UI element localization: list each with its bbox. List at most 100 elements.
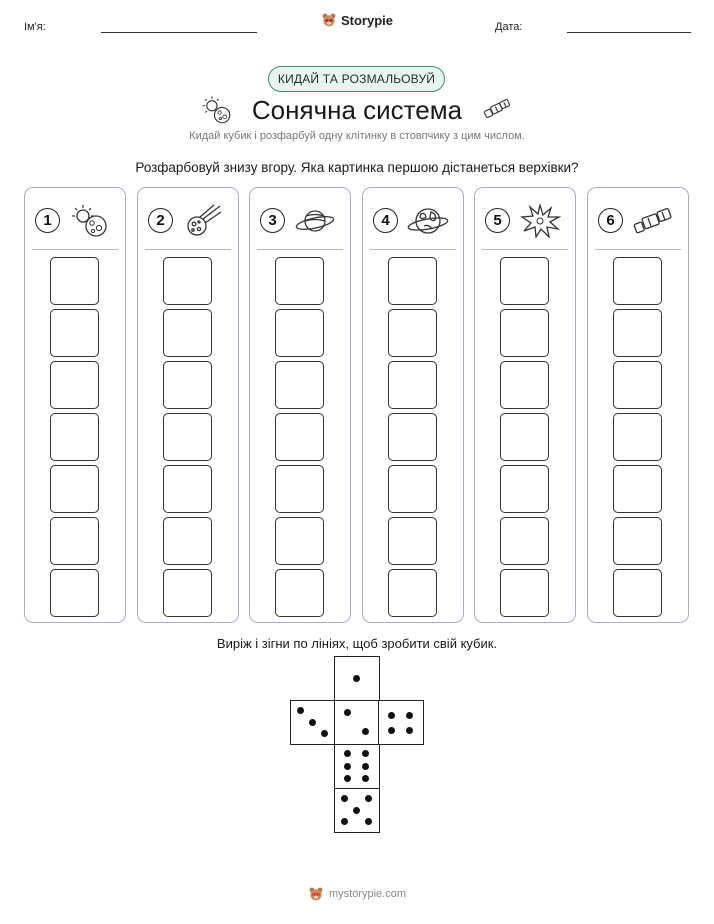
color-cell[interactable]	[388, 517, 437, 565]
footer: mystorypie.com	[0, 886, 714, 902]
color-cell[interactable]	[388, 257, 437, 305]
column-5: 5	[474, 187, 576, 623]
column-header: 1	[35, 204, 119, 238]
instruction: Розфарбовуй знизу вгору. Яка картинка пе…	[135, 160, 579, 175]
die-face-5	[334, 788, 380, 833]
die-pip	[309, 718, 316, 726]
bear-icon	[322, 13, 336, 27]
color-cell[interactable]	[50, 257, 99, 305]
color-cell[interactable]	[275, 309, 324, 357]
column-header: 3	[260, 204, 344, 238]
die-pip	[296, 706, 304, 714]
color-cell[interactable]	[500, 569, 549, 617]
column-header: 4	[373, 204, 457, 238]
color-cell[interactable]	[50, 465, 99, 513]
column-number: 4	[373, 208, 398, 233]
color-cell[interactable]	[500, 465, 549, 513]
color-cell[interactable]	[50, 569, 99, 617]
column-2: 2	[137, 187, 239, 623]
color-cell[interactable]	[388, 465, 437, 513]
comet-icon	[187, 204, 222, 236]
color-cell[interactable]	[50, 517, 99, 565]
color-cell[interactable]	[275, 517, 324, 565]
column-number: 5	[485, 208, 510, 233]
die-pip	[353, 806, 360, 814]
color-cell[interactable]	[275, 257, 324, 305]
color-cell[interactable]	[163, 569, 212, 617]
die-pip	[406, 726, 414, 734]
color-cell[interactable]	[613, 257, 662, 305]
die-pip	[406, 712, 414, 720]
die-pip	[387, 712, 395, 720]
color-cell[interactable]	[163, 465, 212, 513]
column-header: 2	[148, 204, 232, 238]
date-line[interactable]	[567, 32, 691, 33]
color-cell[interactable]	[50, 309, 99, 357]
die-pip	[362, 727, 370, 735]
color-cell[interactable]	[275, 465, 324, 513]
color-cell[interactable]	[163, 517, 212, 565]
color-cell[interactable]	[388, 569, 437, 617]
die-pip	[361, 775, 369, 783]
die-pip	[353, 674, 360, 682]
brand-logo: Storypie	[0, 12, 714, 28]
column-4: 4	[362, 187, 464, 623]
earth-icon	[407, 208, 449, 234]
color-cell[interactable]	[275, 413, 324, 461]
die-face-6	[334, 744, 380, 789]
color-cell[interactable]	[613, 413, 662, 461]
die-face-4	[378, 700, 424, 745]
color-cell[interactable]	[50, 413, 99, 461]
die-pip	[361, 749, 369, 757]
color-cell[interactable]	[163, 413, 212, 461]
title-row: Сонячна система	[0, 93, 714, 127]
color-cell[interactable]	[613, 517, 662, 565]
color-cell[interactable]	[500, 413, 549, 461]
die-pip	[321, 730, 329, 738]
sun-and-moon-icon	[72, 205, 107, 237]
column-header: 6	[598, 204, 682, 238]
color-cell[interactable]	[275, 361, 324, 409]
color-cell[interactable]	[163, 309, 212, 357]
cut-instruction: Виріж і зігни по лініях, щоб зробити сві…	[216, 636, 498, 651]
color-cell[interactable]	[613, 569, 662, 617]
column-number: 3	[260, 208, 285, 233]
column-number: 6	[598, 208, 623, 233]
color-cell[interactable]	[163, 361, 212, 409]
brand-name: Storypie	[340, 12, 393, 28]
color-cell[interactable]	[163, 257, 212, 305]
color-cell[interactable]	[388, 413, 437, 461]
name-line[interactable]	[101, 32, 257, 33]
page-title: Сонячна система	[251, 94, 463, 125]
color-cell[interactable]	[500, 257, 549, 305]
color-cell[interactable]	[500, 309, 549, 357]
column-number: 2	[148, 208, 173, 233]
column-header: 5	[485, 204, 569, 238]
subtitle: Кидай кубик і розфарбуй одну клітинку в …	[189, 130, 525, 142]
die-pip	[387, 726, 395, 734]
color-cell[interactable]	[613, 361, 662, 409]
column-6: 6	[587, 187, 689, 623]
column-number: 1	[35, 208, 60, 233]
telescope-icon	[483, 99, 511, 119]
column-1: 1	[24, 187, 126, 623]
color-cell[interactable]	[388, 361, 437, 409]
die-face-3	[290, 700, 336, 745]
color-cell[interactable]	[500, 361, 549, 409]
color-cell[interactable]	[388, 309, 437, 357]
color-cell[interactable]	[50, 361, 99, 409]
color-cell[interactable]	[613, 309, 662, 357]
die-pip	[361, 762, 369, 770]
die-pip	[344, 762, 352, 770]
footer-url: mystorypie.com	[328, 888, 407, 900]
column-3: 3	[249, 187, 351, 623]
bear-icon	[309, 887, 323, 901]
name-label: Ім'я:	[24, 21, 46, 33]
die-pip	[365, 818, 373, 826]
die-pip	[344, 775, 352, 783]
color-cell[interactable]	[613, 465, 662, 513]
die-pip	[344, 749, 352, 757]
color-cell[interactable]	[500, 517, 549, 565]
die-pip	[365, 794, 373, 802]
color-cell[interactable]	[275, 569, 324, 617]
